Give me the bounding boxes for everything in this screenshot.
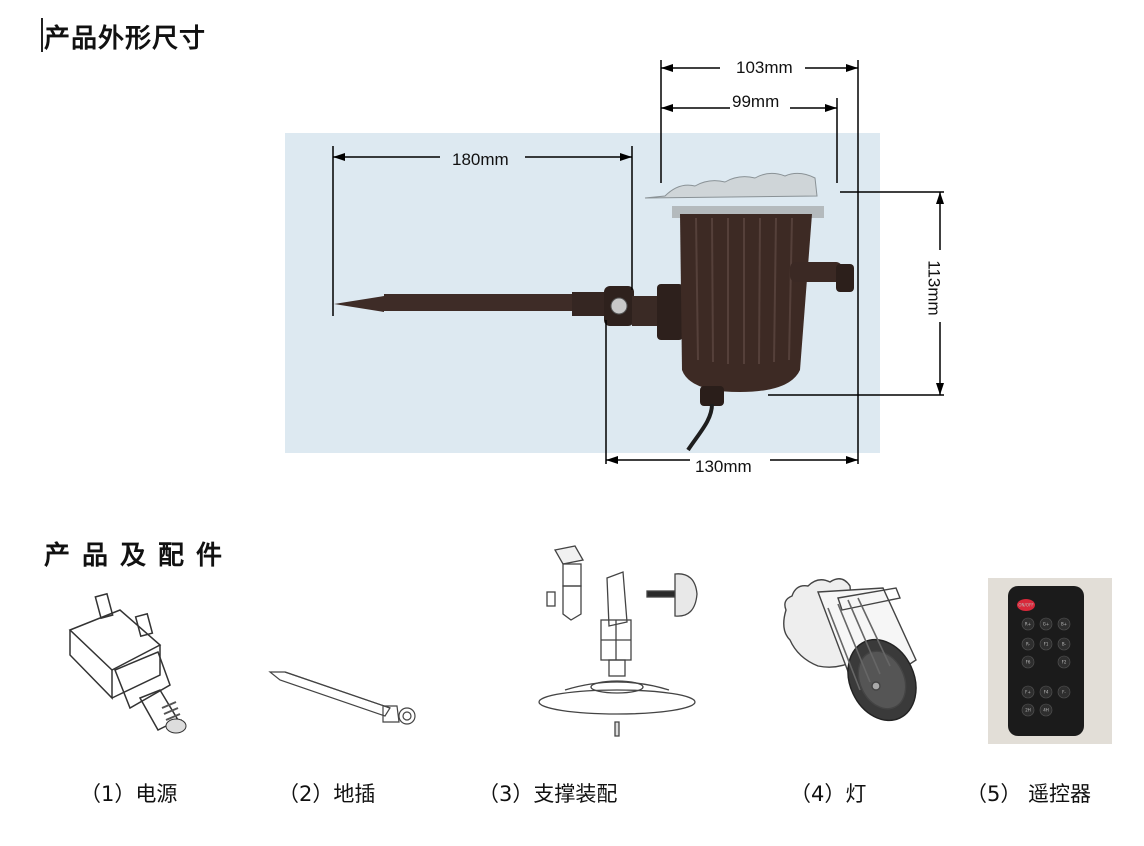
remote-button-label: F- bbox=[1062, 690, 1066, 695]
remote-button bbox=[1021, 703, 1035, 717]
remote-button bbox=[1039, 637, 1053, 651]
remote-button-label: R- bbox=[1026, 642, 1031, 647]
remote-button bbox=[1021, 655, 1035, 669]
remote-button-label: 4H bbox=[1043, 708, 1049, 713]
remote-button-label: G+ bbox=[1043, 622, 1049, 627]
dimension-inner-width: 99mm bbox=[732, 92, 780, 111]
remote-button bbox=[1021, 617, 1035, 631]
remote-button bbox=[1057, 617, 1071, 631]
lamp-photo bbox=[644, 172, 854, 452]
power-adapter-icon bbox=[68, 592, 187, 734]
remote-button-label: 2H bbox=[1025, 708, 1031, 713]
remote-button-label: R+ bbox=[1025, 622, 1031, 627]
dimension-arrows bbox=[333, 64, 944, 464]
remote-button-label: F+ bbox=[1025, 690, 1031, 695]
ground-stake-photo bbox=[334, 284, 683, 340]
remote-button bbox=[1057, 655, 1071, 669]
remote-button bbox=[1039, 685, 1053, 699]
remote-button-label: F4 bbox=[1044, 690, 1049, 695]
caption-bracket-assembly: （3）支撑装配 bbox=[478, 782, 618, 806]
caption-power-supply: （1）电源 bbox=[80, 782, 178, 806]
remote-button bbox=[1057, 637, 1071, 651]
remote-button bbox=[1021, 637, 1035, 651]
dimension-bottom-width: 130mm bbox=[695, 457, 752, 476]
remote-button-label: B+ bbox=[1061, 622, 1067, 627]
remote-button bbox=[1039, 617, 1053, 631]
remote-button-label: F6 bbox=[1026, 660, 1031, 665]
caption-lamp: （4）灯 bbox=[790, 782, 867, 806]
caption-ground-stake: （2）地插 bbox=[278, 782, 376, 806]
lamp-icon bbox=[783, 578, 917, 722]
remote-button bbox=[1057, 685, 1071, 699]
caption-remote-control: （5） 遥控器 bbox=[966, 782, 1092, 806]
dimension-stake-length: 180mm bbox=[452, 150, 509, 169]
remote-button bbox=[1039, 703, 1053, 717]
ground-stake-icon bbox=[268, 671, 416, 725]
parts-section-title: 产品及配件 bbox=[44, 541, 235, 571]
remote-button-label: ON/OFF bbox=[1018, 603, 1034, 608]
remote-button bbox=[1021, 685, 1035, 699]
remote-button-label: B- bbox=[1062, 642, 1067, 647]
dimensions-section-title: 产品外形尺寸 bbox=[44, 24, 207, 54]
bracket-assembly-icon bbox=[538, 545, 698, 737]
dimension-height: 113mm bbox=[924, 260, 944, 316]
dimension-top-width: 103mm bbox=[736, 58, 793, 77]
dimension-lines bbox=[332, 60, 944, 464]
remote-button-label: F2 bbox=[1062, 660, 1067, 665]
text-cursor bbox=[41, 18, 43, 52]
remote-button-label: F1 bbox=[1044, 642, 1049, 647]
